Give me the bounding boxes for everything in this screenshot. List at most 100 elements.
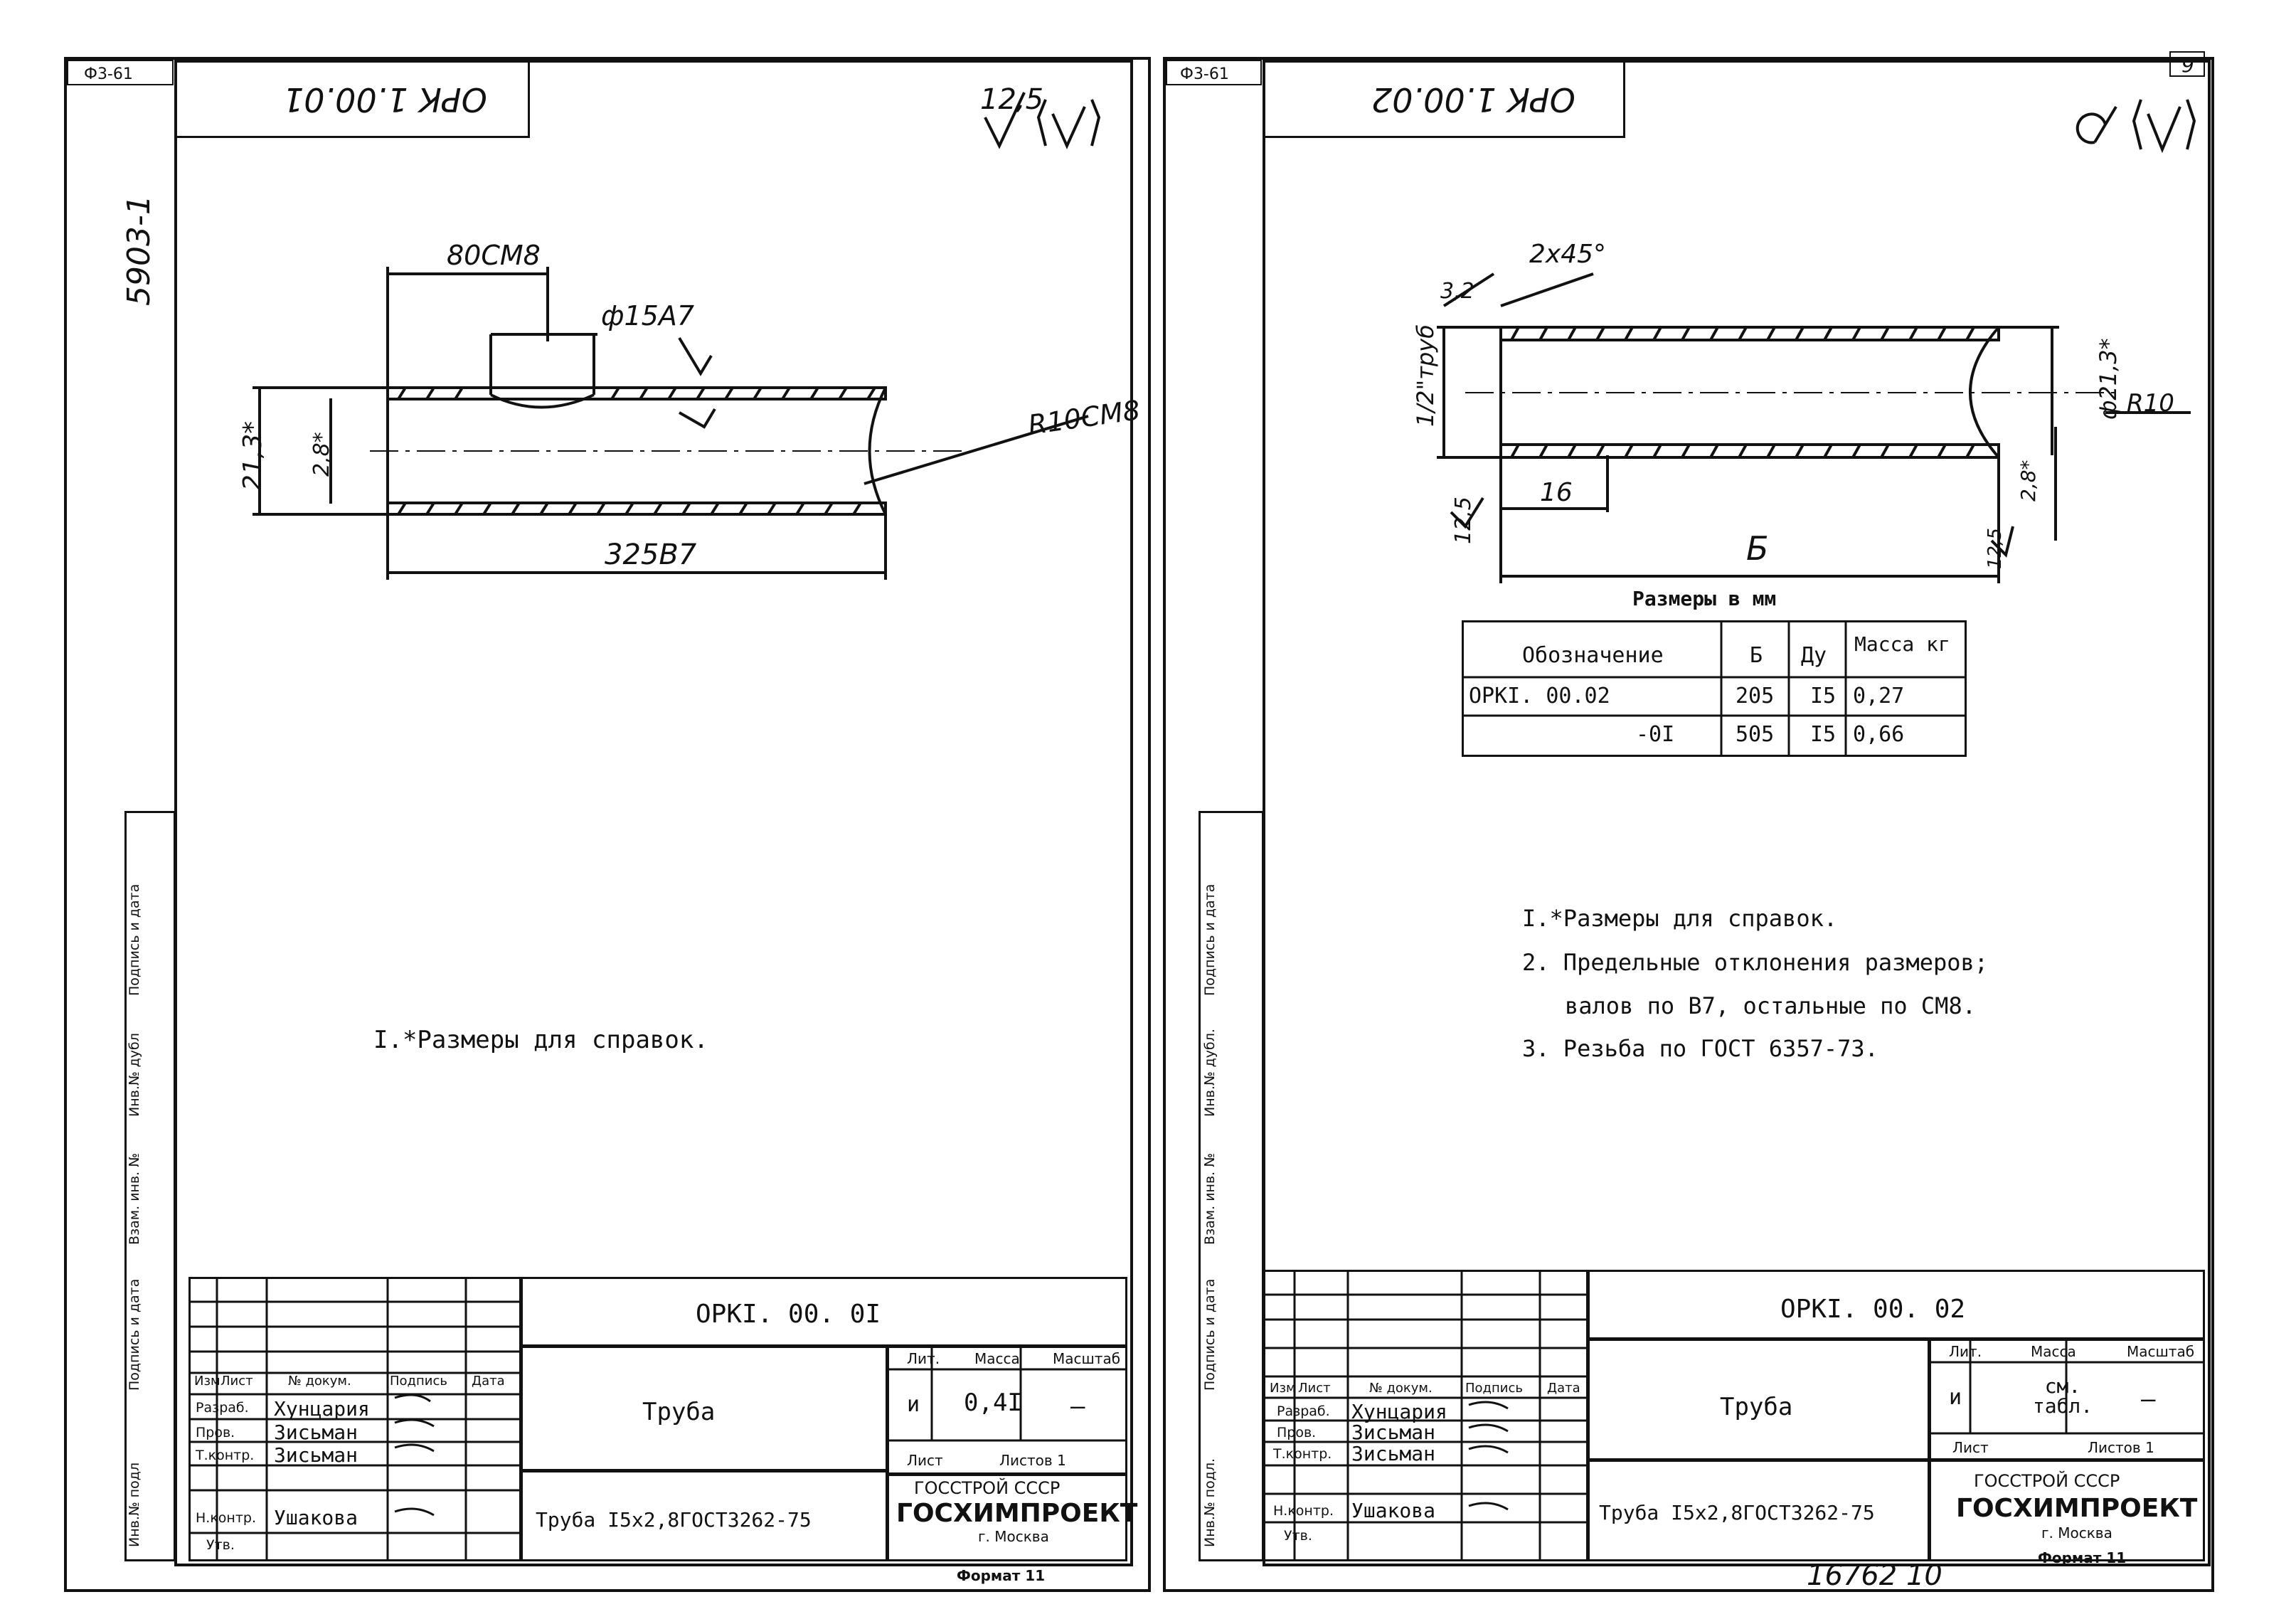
role-approve-1: Утв. (206, 1537, 235, 1553)
side-label-2b: Инв.№ дубл. (1202, 1029, 1218, 1117)
table-row-2-mass: 0,66 (1853, 722, 1905, 747)
dim-16: 16 (1540, 478, 1573, 507)
org-top-2: ГОССТРОЙ СССР (1974, 1471, 2120, 1491)
sheets-label-1: Листов 1 (999, 1452, 1066, 1469)
sheet-1-note: I.*Размеры для справок. (373, 1026, 708, 1054)
format-code-box: Ф3-61 (67, 60, 174, 85)
material-1: Труба I5х2,8ГОСТ3262-75 (536, 1508, 812, 1532)
title-block-2-grid (1263, 1270, 2205, 1561)
archive-number: 16762 10 (1807, 1559, 1942, 1592)
material-2: Труба I5х2,8ГОСТ3262-75 (1599, 1501, 1875, 1524)
sheet-label-2: Лист (1952, 1439, 1989, 1456)
col-list-1: Лист (220, 1374, 253, 1389)
dim-d15a7: ф15А7 (601, 300, 695, 331)
org-city-2: г. Москва (2041, 1524, 2112, 1541)
part-name-2: Труба (1720, 1393, 1793, 1421)
person-check-2: Зисьман (1351, 1421, 1436, 1444)
sheet-2-note-2b: валов по В7, остальные по СМ8. (1565, 992, 1976, 1019)
spec-table: Обозначение Б Ду Масса кг ОРКI. 00.02 20… (1462, 620, 1967, 757)
person-tcontr-2: Зисьман (1351, 1442, 1436, 1465)
spec-header-mass: Масса кг (1854, 632, 1950, 656)
col-sign-2: Подпись (1465, 1381, 1523, 1396)
scale-value-1: — (1070, 1392, 1085, 1421)
org-city-1: г. Москва (978, 1528, 1049, 1545)
table-row-1-b: 205 (1736, 684, 1775, 708)
lit-value-2: и (1949, 1385, 1962, 1410)
sheet-number-box: 9 (2169, 51, 2205, 77)
dim-12-5-left: 12,5 (1451, 497, 1476, 544)
drawing-sheet-1 (64, 57, 1151, 1592)
sheet-label-1: Лист (907, 1452, 943, 1469)
sheet-1-frame (174, 60, 1133, 1566)
dim-12-5-right: 12,5 (1984, 528, 2006, 569)
spec-header-b: Б (1750, 643, 1763, 668)
format-code-box-2: Ф3-61 (1166, 60, 1262, 85)
side-label-2e: Инв.№ подл. (1202, 1458, 1218, 1547)
dim-r10: R10 (2127, 389, 2174, 418)
side-label-2c: Взам. инв. № (1202, 1152, 1218, 1245)
person-tcontr-1: Зисьман (274, 1443, 358, 1467)
table-row-1-designation: ОРКI. 00.02 (1469, 684, 1610, 708)
dim-thread: 1/2"труб (1412, 324, 1439, 427)
role-ncontr-1: Н.контр. (196, 1510, 257, 1526)
title-block-1-grid (188, 1277, 1127, 1561)
doc-code-2: ОРКI. 00. 02 (1780, 1295, 1966, 1324)
org-top-1: ГОССТРОЙ СССР (914, 1478, 1061, 1498)
part-name-1: Труба (642, 1398, 716, 1426)
person-ncontr-1: Ушакова (274, 1506, 358, 1529)
mass-value-2: см. табл. (2032, 1374, 2093, 1418)
dim-21-3: ф21,3* (2095, 338, 2122, 420)
col-sign-1: Подпись (390, 1374, 447, 1389)
lit-value-1: и (907, 1392, 920, 1417)
mass-value-1: 0,4I (964, 1389, 1022, 1417)
table-row-2-b: 505 (1736, 722, 1775, 747)
org-main-1: ГОСХИМПРОЕКТ (896, 1499, 1138, 1528)
role-dev-2: Разраб. (1277, 1403, 1330, 1419)
org-main-2: ГОСХИМПРОЕКТ (1956, 1494, 2198, 1523)
dim-3-2: 3,2 (1440, 279, 1474, 304)
person-dev-1: Хунцария (274, 1397, 370, 1421)
format-1: Формат 11 (957, 1567, 1046, 1584)
format-code-2: Ф3-61 (1180, 65, 1229, 83)
side-label-2d: Подпись и дата (1202, 1278, 1218, 1391)
title-block-1: ОРКI. 00. 0I Труба Труба I5х2,8ГОСТ3262-… (188, 1277, 1137, 1583)
person-ncontr-2: Ушакова (1351, 1499, 1436, 1522)
lit-label-2: Лит. (1949, 1343, 1982, 1360)
sheets-label-2: Листов 1 (2088, 1439, 2154, 1456)
sizes-caption: Размеры в мм (1632, 587, 1777, 610)
scale-value-2: — (2141, 1385, 2156, 1413)
stamp-code-box-2: ОРК 1.00.02 (1263, 60, 1625, 138)
person-check-1: Зисьман (274, 1421, 358, 1444)
title-block-2: ОРКI. 00. 02 Труба Труба I5х2,8ГОСТ3262-… (1263, 1270, 2205, 1565)
dim-80cm8: 80СМ8 (447, 240, 541, 271)
doc-code-1: ОРКI. 00. 0I (696, 1300, 881, 1329)
spec-header-designation: Обозначение (1522, 643, 1664, 668)
col-date-1: Дата (472, 1374, 505, 1389)
sheet-2-note-2: 2. Предельные отклонения размеров; (1522, 949, 1989, 976)
col-doc-2: № докум. (1369, 1381, 1433, 1396)
sheet-2-frame (1263, 60, 2211, 1566)
role-check-2: Пров. (1277, 1425, 1317, 1440)
sheet-number: 9 (2181, 53, 2194, 77)
format-code: Ф3-61 (84, 65, 133, 83)
col-izm-2: Изм (1270, 1381, 1296, 1396)
mass-label-2: Масса (2031, 1343, 2076, 1360)
format-2: Формат 11 (2038, 1549, 2127, 1566)
dim-325b7: 325В7 (605, 538, 697, 571)
scale-label-1: Масштаб (1053, 1350, 1121, 1367)
mass-label-1: Масса (974, 1350, 1020, 1367)
scale-label-2: Масштаб (2127, 1343, 2195, 1360)
person-dev-2: Хунцария (1351, 1400, 1447, 1423)
spec-header-du: Ду (1801, 643, 1827, 668)
role-tcontr-1: Т.контр. (196, 1448, 255, 1463)
sheet-2-note-1: I.*Размеры для справок. (1522, 905, 1838, 932)
col-list-2: Лист (1298, 1381, 1331, 1396)
role-approve-2: Утв. (1284, 1528, 1312, 1544)
col-izm-1: Изм (194, 1374, 220, 1389)
table-row-1-du: I5 (1810, 684, 1837, 708)
table-row-1-mass: 0,27 (1853, 684, 1905, 708)
dim-b: Б (1746, 529, 1769, 568)
col-doc-1: № докум. (288, 1374, 351, 1389)
sheet-2-note-3: 3. Резьба по ГОСТ 6357-73. (1522, 1035, 1878, 1062)
